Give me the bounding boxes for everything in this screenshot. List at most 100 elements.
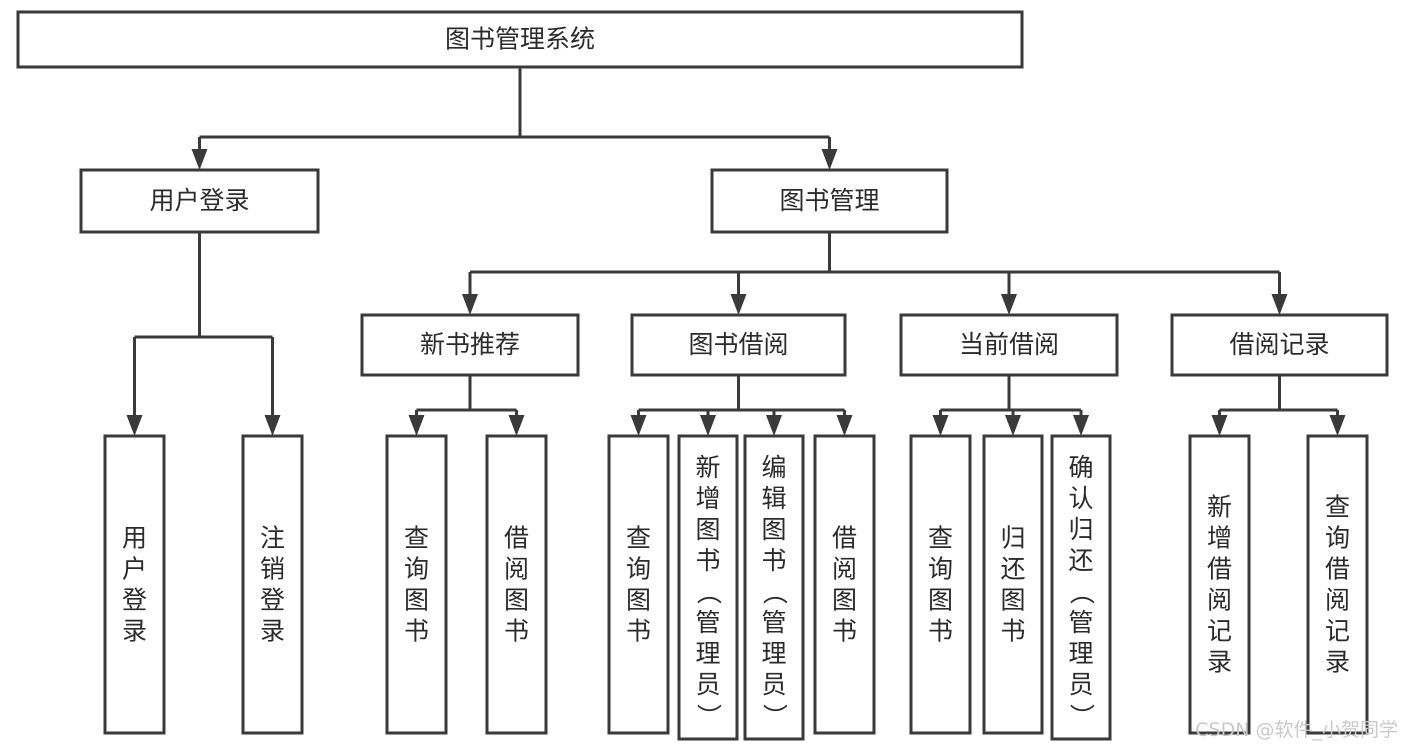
svg-text:理: 理: [761, 639, 786, 668]
svg-text:图: 图: [928, 586, 953, 615]
svg-text:户: 户: [122, 555, 147, 584]
arrow-head-icon: [836, 415, 853, 436]
svg-text:管: 管: [695, 608, 720, 637]
node-root-图书管理系统[interactable]: 图书管理系统: [16, 10, 1024, 69]
connector-layer: [126, 67, 1346, 436]
node-l3-当前借阅[interactable]: 当前借阅: [899, 313, 1119, 377]
arrow-head-icon: [1211, 415, 1228, 436]
svg-text:图: 图: [1000, 586, 1025, 615]
svg-text:书: 书: [1000, 617, 1025, 646]
node-label: 图书管理系统: [445, 25, 595, 54]
svg-text:借: 借: [504, 524, 529, 553]
svg-text:确: 确: [1068, 453, 1093, 482]
leaf-label: 用户登录: [122, 524, 147, 646]
svg-text:管: 管: [761, 608, 786, 637]
node-label: 借阅记录: [1229, 330, 1329, 359]
leaf-node-0[interactable]: 用户登录: [103, 434, 166, 735]
svg-text:询: 询: [626, 555, 651, 584]
svg-text:增: 增: [695, 484, 720, 513]
svg-text:录: 录: [260, 617, 285, 646]
svg-text:借: 借: [1325, 555, 1350, 584]
svg-text:认: 认: [1068, 484, 1093, 513]
node-l3-新书推荐[interactable]: 新书推荐: [360, 313, 580, 377]
node-layer: 图书管理系统用户登录图书管理新书推荐图书借阅当前借阅借阅记录用户登录注销登录查询…: [16, 10, 1389, 741]
svg-text:）: ）: [694, 703, 723, 728]
svg-text:阅: 阅: [504, 555, 529, 584]
node-label: 当前借阅: [959, 330, 1059, 359]
svg-text:书: 书: [404, 617, 429, 646]
node-label: 用户登录: [149, 186, 249, 215]
svg-text:查: 查: [1325, 493, 1350, 522]
arrow-head-icon: [730, 294, 747, 315]
svg-text:还: 还: [1000, 555, 1025, 584]
svg-text:员: 员: [1068, 670, 1093, 699]
node-l2-用户登录[interactable]: 用户登录: [79, 168, 320, 234]
arrow-head-icon: [1001, 294, 1017, 315]
arrow-head-icon: [264, 415, 281, 436]
arrow-head-icon: [408, 415, 425, 436]
svg-text:查: 查: [928, 524, 953, 553]
svg-text:录: 录: [1207, 648, 1232, 677]
svg-text:询: 询: [1325, 524, 1350, 553]
svg-text:阅: 阅: [1207, 586, 1232, 615]
svg-text:询: 询: [404, 555, 429, 584]
svg-text:员: 员: [761, 670, 786, 699]
svg-text:（: （: [694, 579, 723, 604]
arrow-head-icon: [932, 415, 949, 436]
svg-text:书: 书: [928, 617, 953, 646]
svg-text:借: 借: [1207, 555, 1232, 584]
svg-text:图: 图: [504, 586, 529, 615]
svg-text:（: （: [760, 579, 789, 604]
svg-text:查: 查: [404, 524, 429, 553]
svg-text:注: 注: [260, 524, 285, 553]
svg-text:理: 理: [1068, 639, 1093, 668]
svg-text:理: 理: [695, 639, 720, 668]
svg-text:询: 询: [928, 555, 953, 584]
arrow-head-icon: [766, 415, 782, 436]
svg-text:书: 书: [504, 617, 529, 646]
svg-text:新: 新: [695, 453, 720, 482]
arrow-head-icon: [508, 415, 525, 436]
node-l3-图书借阅[interactable]: 图书借阅: [630, 313, 847, 377]
svg-text:书: 书: [832, 617, 857, 646]
arrow-head-icon: [1271, 294, 1288, 315]
svg-text:还: 还: [1068, 546, 1093, 575]
node-l3-借阅记录[interactable]: 借阅记录: [1170, 313, 1389, 377]
arrow-head-icon: [126, 415, 143, 436]
svg-text:员: 员: [695, 670, 720, 699]
arrow-head-icon: [700, 415, 716, 436]
svg-text:阅: 阅: [832, 555, 857, 584]
arrow-head-icon: [821, 149, 838, 170]
svg-text:阅: 阅: [1325, 586, 1350, 615]
svg-text:用: 用: [122, 524, 147, 553]
svg-text:图: 图: [626, 586, 651, 615]
svg-text:登: 登: [260, 586, 285, 615]
svg-text:书: 书: [626, 617, 651, 646]
svg-text:销: 销: [260, 555, 285, 584]
svg-text:录: 录: [122, 617, 147, 646]
node-l2-图书管理[interactable]: 图书管理: [710, 168, 949, 234]
